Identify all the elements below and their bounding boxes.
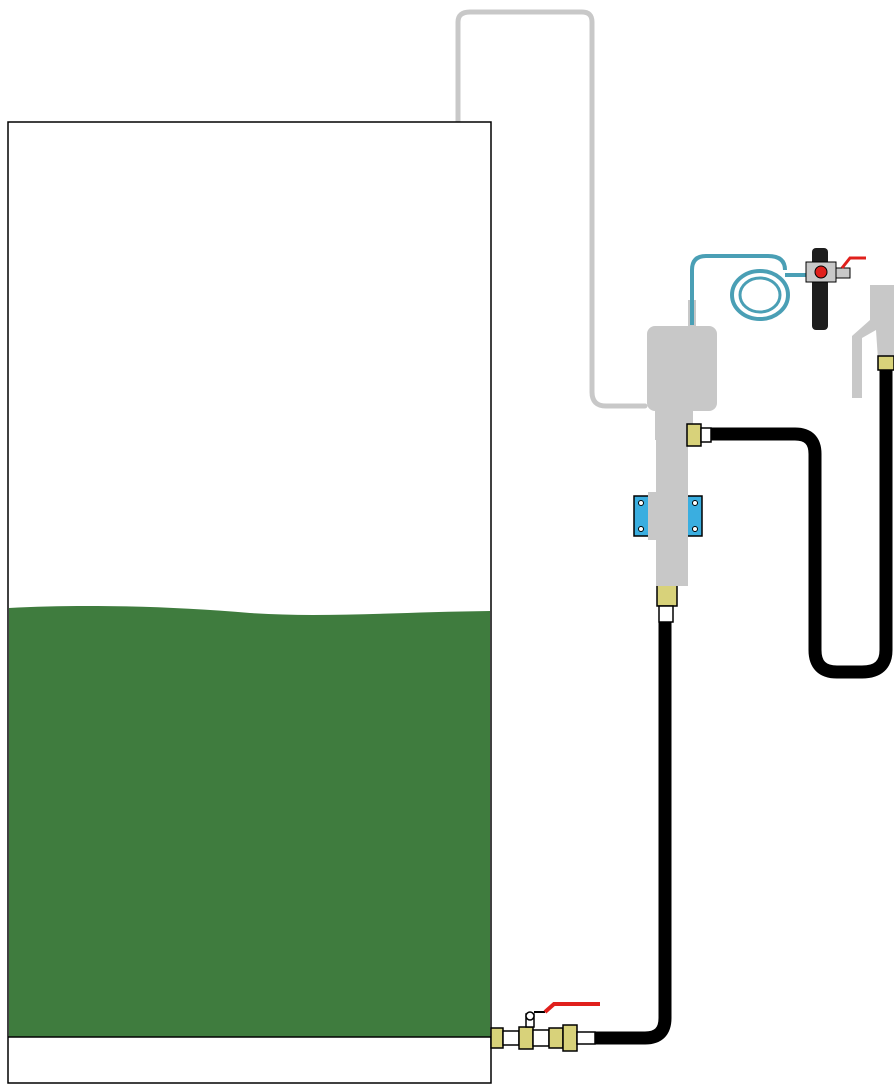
mount-bracket [633, 492, 703, 540]
ball-valve [490, 1002, 600, 1052]
discharge-hose [708, 360, 893, 679]
dispense-gun [852, 285, 894, 398]
return-line [455, 9, 648, 409]
air-filter-regulator [805, 248, 866, 330]
air-supply-coil [690, 254, 810, 325]
pump [647, 300, 717, 586]
tank-liquid [9, 605, 490, 1037]
pump-motor [647, 326, 717, 411]
pump-inlet-fitting [656, 583, 678, 623]
suction-hose [595, 620, 672, 1045]
valve-handle-grip [543, 1002, 600, 1014]
storage-tank [7, 121, 492, 1084]
pump-outlet-fitting [686, 423, 712, 447]
